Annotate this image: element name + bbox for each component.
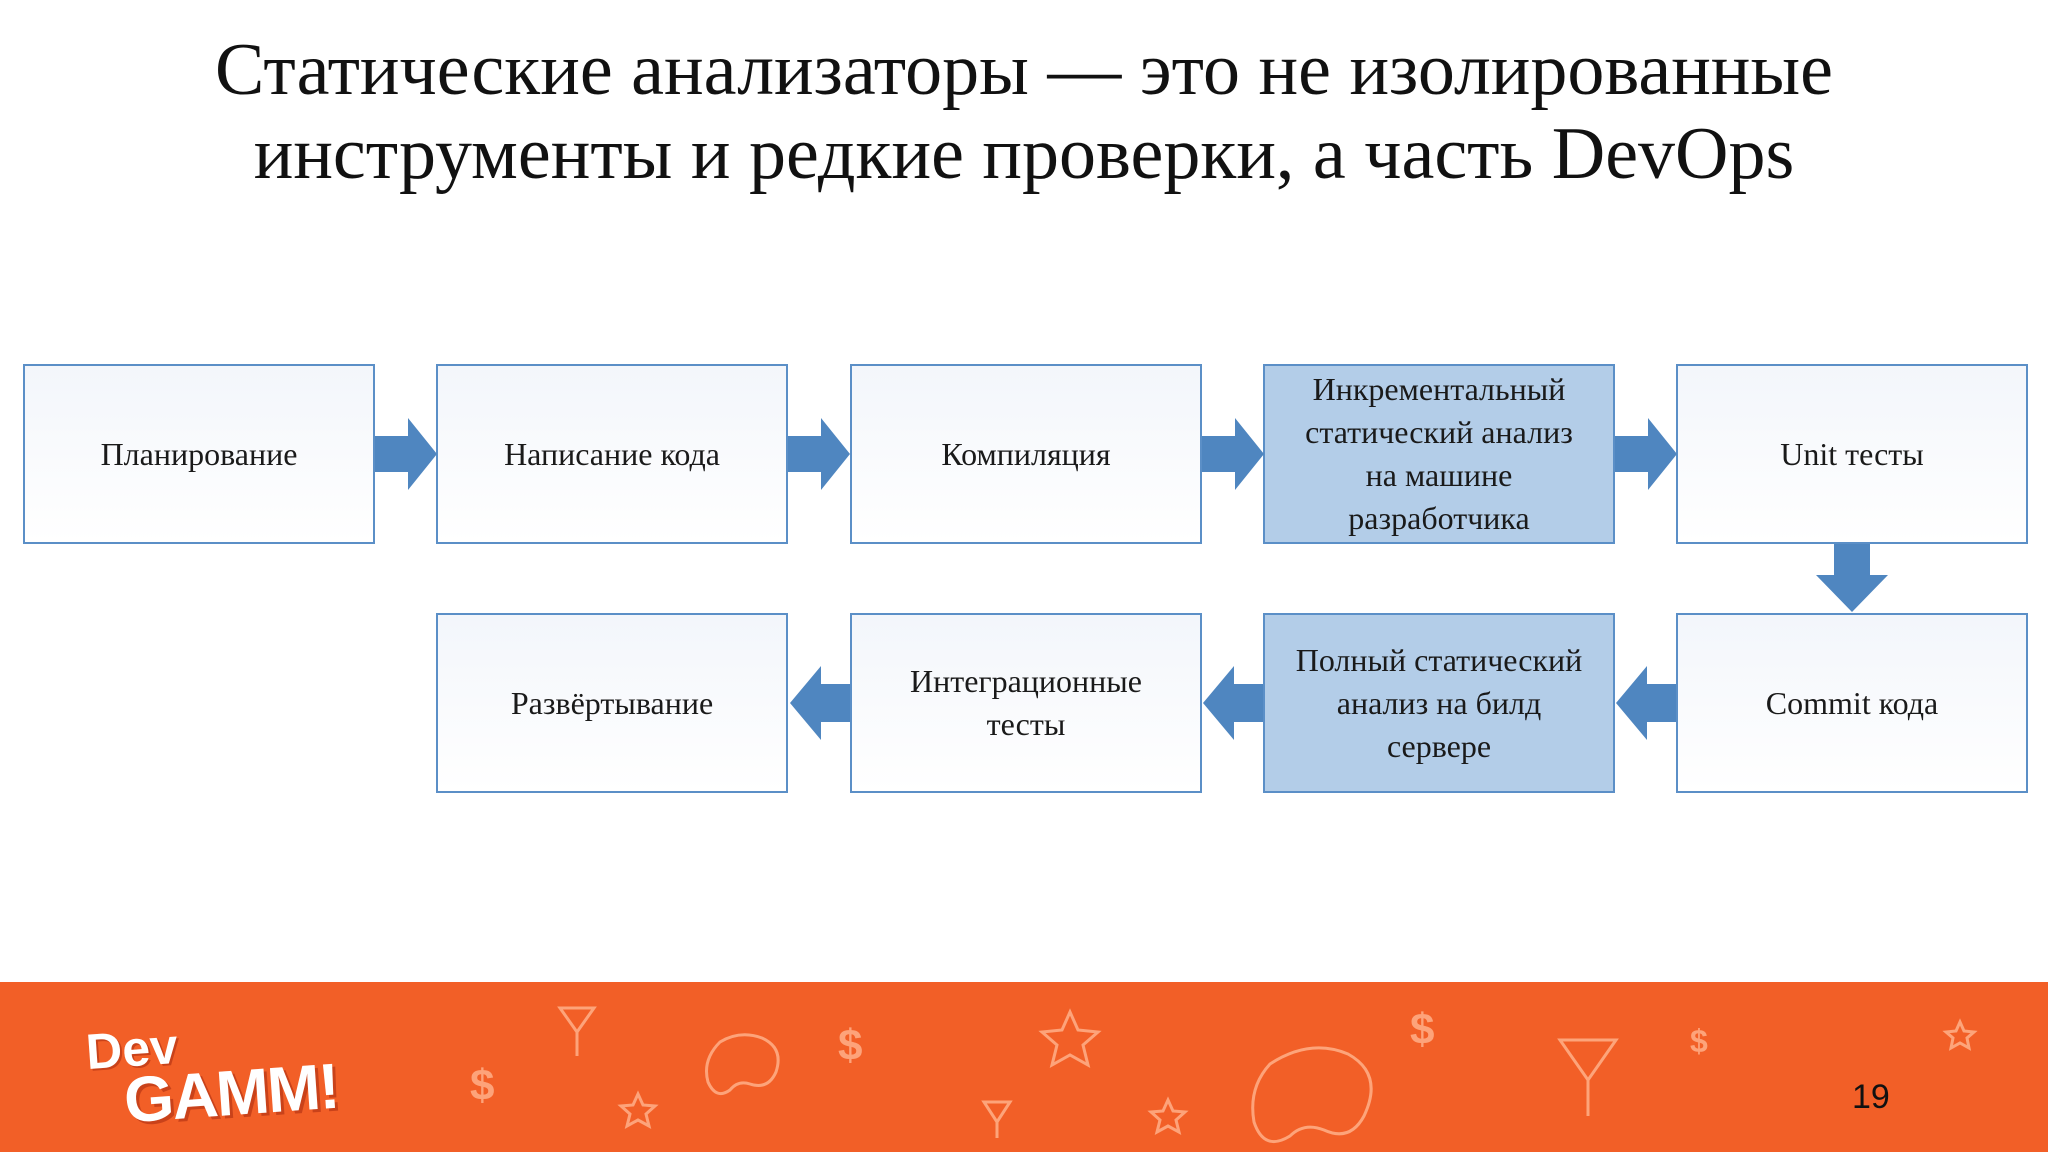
step-integration-tests-line-2: тесты <box>986 706 1066 742</box>
star-icon <box>1038 1008 1102 1068</box>
step-planning-label: Планирование <box>100 435 298 472</box>
page-number: 19 <box>1852 1078 1890 1116</box>
title-line-2: инструменты и редкие проверки, а часть D… <box>253 113 1795 195</box>
step-integration-tests: Интеграционные тесты <box>850 613 1202 793</box>
step-full-analysis-line-1: Полный статический <box>1295 641 1583 678</box>
arrow-right-3 <box>1202 418 1264 490</box>
star-icon <box>617 1090 659 1129</box>
step-full-analysis: Полный статический анализ на билд сервер… <box>1263 613 1615 793</box>
step-incremental-analysis: Инкрементальный статический анализ на ма… <box>1263 364 1615 544</box>
gamepad-icon <box>705 1033 780 1096</box>
devgamm-logo-gamm: GAMM! <box>121 1049 341 1137</box>
cocktail-icon <box>981 1100 1013 1138</box>
footer-decorations: $ $ $ $ <box>470 1005 1978 1144</box>
step-integration-tests-line-1: Интеграционные <box>910 663 1142 699</box>
step-incremental-analysis-line-2: статический анализ <box>1305 414 1573 450</box>
gamepad-icon <box>1251 1046 1373 1144</box>
cocktail-icon <box>557 1006 597 1056</box>
step-commit: Commit кода <box>1676 613 2028 793</box>
star-icon <box>1147 1096 1189 1135</box>
step-deployment: Развёртывание <box>436 613 788 793</box>
step-incremental-analysis-line-4: разработчика <box>1348 500 1530 536</box>
star-icon <box>1942 1018 1978 1051</box>
arrow-left-3 <box>790 666 850 740</box>
title-line-1: Статические анализаторы — это не изолиро… <box>215 29 1833 111</box>
dollar-icon: $ <box>838 1021 862 1070</box>
step-full-analysis-line-2: анализ на билд <box>1336 684 1542 721</box>
dollar-icon: $ <box>1690 1023 1708 1059</box>
dollar-icon: $ <box>470 1061 494 1110</box>
step-incremental-analysis-line-1: Инкрементальный <box>1312 371 1566 407</box>
arrow-down-1 <box>1816 544 1888 612</box>
slide-title: Статические анализаторы — это не изолиро… <box>0 28 2048 196</box>
step-planning: Планирование <box>23 364 375 544</box>
step-compilation: Компиляция <box>850 364 1202 544</box>
step-incremental-analysis-line-3: на машине <box>1365 457 1513 493</box>
step-unit-tests-label: Unit тесты <box>1780 435 1924 472</box>
step-unit-tests: Unit тесты <box>1676 364 2028 544</box>
step-commit-label: Commit кода <box>1765 684 1939 721</box>
arrow-left-2 <box>1203 666 1263 740</box>
step-coding-label: Написание кода <box>504 435 720 472</box>
arrow-right-2 <box>788 418 850 490</box>
step-deployment-label: Развёртывание <box>510 684 714 721</box>
step-compilation-label: Компиляция <box>941 435 1111 472</box>
step-full-analysis-line-3: сервере <box>1386 727 1492 764</box>
arrow-right-4 <box>1615 418 1677 490</box>
footer-band: $ $ $ $ Dev GAMM! <box>0 982 2048 1152</box>
cocktail-icon <box>1557 1038 1619 1116</box>
connector-arrows <box>375 418 1888 740</box>
arrow-right-1 <box>375 418 437 490</box>
arrow-left-1 <box>1616 666 1676 740</box>
dollar-icon: $ <box>1410 1005 1434 1054</box>
